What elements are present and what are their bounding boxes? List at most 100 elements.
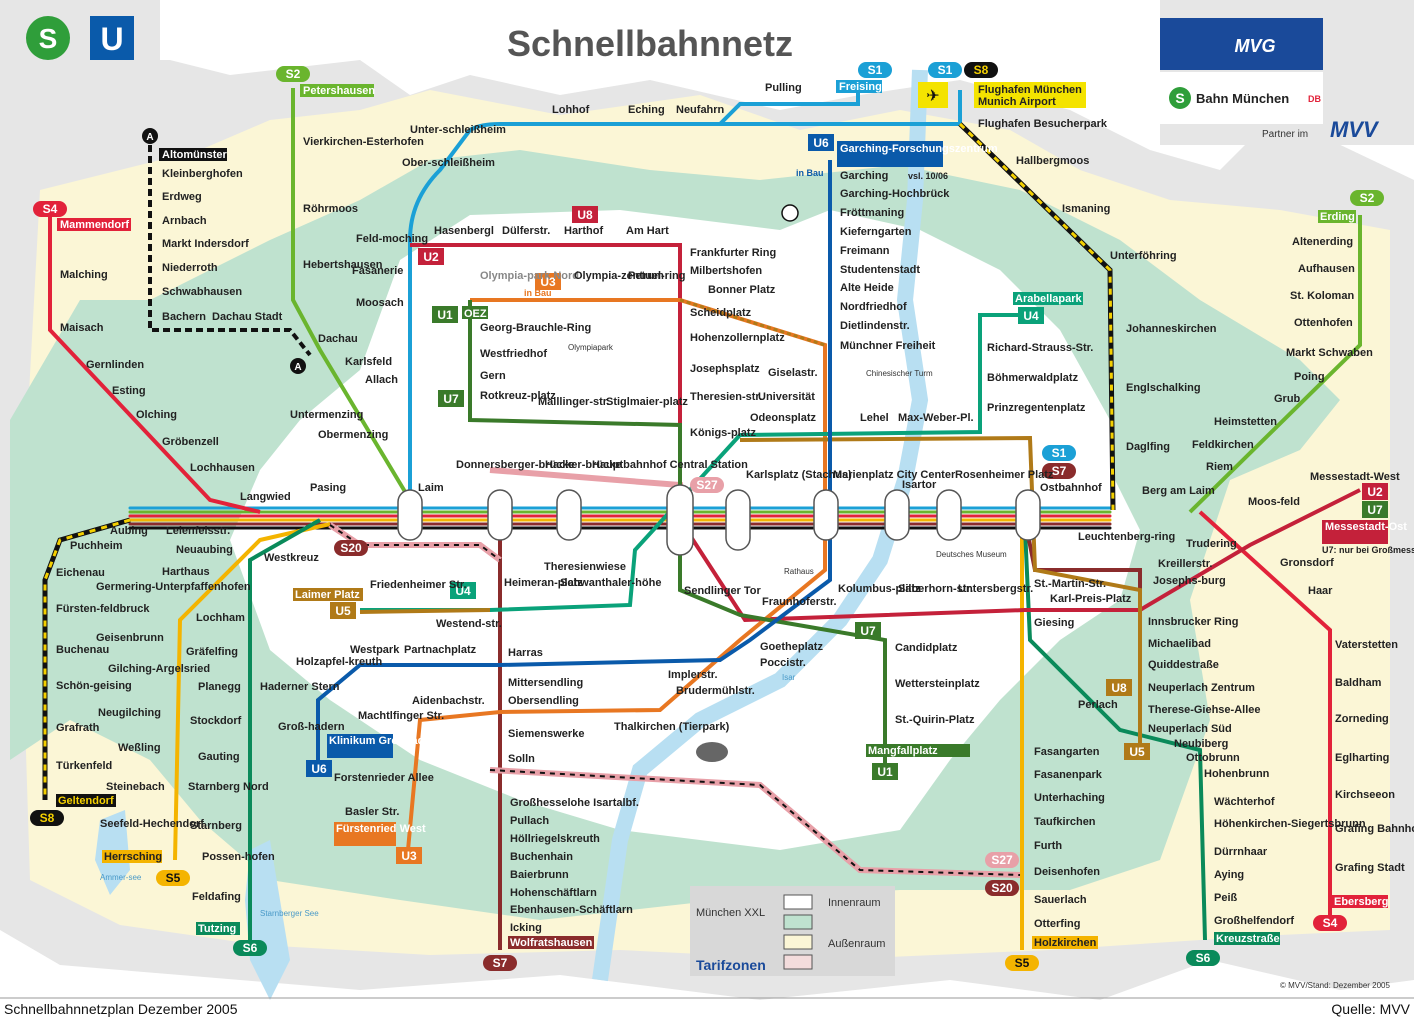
svg-text:Daglfing: Daglfing [1126, 441, 1170, 453]
svg-text:S27: S27 [696, 478, 718, 492]
svg-text:Gernlinden: Gernlinden [86, 359, 144, 371]
u1-line [468, 300, 887, 770]
svg-text:Mittersendling: Mittersendling [508, 677, 583, 689]
svg-text:Wettersteinplatz: Wettersteinplatz [895, 678, 980, 690]
svg-text:Heimstetten: Heimstetten [1214, 416, 1277, 428]
svg-text:Furth: Furth [1034, 840, 1062, 852]
svg-text:Haderner Stern: Haderner Stern [260, 681, 340, 693]
svg-text:Forstenrieder Allee: Forstenrieder Allee [334, 772, 434, 784]
svg-text:U3: U3 [401, 849, 417, 863]
svg-text:Olympia-park Nord: Olympia-park Nord [480, 270, 579, 282]
svg-text:Obermenzing: Obermenzing [318, 429, 388, 441]
a-marker [142, 128, 158, 144]
svg-text:Markt Indersdorf: Markt Indersdorf [162, 238, 249, 250]
svg-text:Studentenstadt: Studentenstadt [840, 264, 920, 276]
svg-text:U5: U5 [1129, 745, 1145, 759]
svg-text:St. Koloman: St. Koloman [1290, 290, 1354, 302]
svg-text:U6: U6 [311, 762, 327, 776]
station-labels: Vierkirchen-Esterhofen Röhrmoos Hebertsh… [56, 82, 1414, 934]
svg-text:Fürstenried West: Fürstenried West [336, 823, 426, 835]
svg-text:Hacker-brücke: Hacker-brücke [545, 459, 621, 471]
svg-text:St.-Martin-Str.: St.-Martin-Str. [1034, 578, 1106, 590]
svg-text:Bachern: Bachern [162, 311, 206, 323]
svg-text:Sauerlach: Sauerlach [1034, 894, 1087, 906]
svg-text:Richard-Strauss-Str.: Richard-Strauss-Str. [987, 342, 1093, 354]
a-marker [290, 358, 306, 374]
svg-text:S2: S2 [1360, 191, 1375, 205]
copyright: © MVV/Stand: Dezember 2005 [1280, 981, 1391, 990]
svg-text:Zorneding: Zorneding [1335, 713, 1389, 725]
svg-text:Lehel: Lehel [860, 412, 889, 424]
svg-text:A: A [146, 132, 153, 143]
svg-text:Milbertshofen: Milbertshofen [690, 265, 762, 277]
svg-text:S8: S8 [974, 63, 989, 77]
db-mark: DB [1308, 94, 1321, 104]
svg-text:U2: U2 [423, 250, 439, 264]
s6-line [248, 518, 1207, 941]
svg-text:Herrsching: Herrsching [104, 851, 162, 863]
terminal-boxes: Petershausen Freising Flughafen München … [56, 80, 1414, 949]
svg-text:Allach: Allach [365, 374, 398, 386]
line-badges: S2 S1 S1 S8 S4 S2 S1 S7 S27 S20 S8 S5 S6… [30, 62, 1388, 971]
svg-text:Mammendorf: Mammendorf [60, 219, 129, 231]
svg-text:Rathaus: Rathaus [784, 567, 814, 576]
svg-text:Olympia-zentrum: Olympia-zentrum [574, 270, 664, 282]
s-bahn-logo [26, 16, 70, 60]
svg-text:Kreillerstr.: Kreillerstr. [1158, 558, 1212, 570]
svg-text:U7: U7 [443, 392, 459, 406]
svg-text:Max-Weber-Pl.: Max-Weber-Pl. [898, 412, 974, 424]
svg-text:Feld-moching: Feld-moching [356, 233, 428, 245]
svg-text:Quiddestraße: Quiddestraße [1148, 659, 1219, 671]
svg-text:Poccistr.: Poccistr. [760, 657, 806, 669]
svg-text:Stockdorf: Stockdorf [190, 715, 242, 727]
svg-text:Brudermühlstr.: Brudermühlstr. [676, 685, 755, 697]
svg-text:Dülferstr.: Dülferstr. [502, 225, 550, 237]
svg-text:Hebertshausen: Hebertshausen [303, 259, 383, 271]
svg-text:Isar: Isar [782, 673, 796, 682]
svg-text:Schwanthaler-höhe: Schwanthaler-höhe [560, 577, 661, 589]
svg-text:Erding: Erding [1320, 211, 1355, 223]
svg-text:Englschalking: Englschalking [1126, 382, 1201, 394]
svg-text:Deutsches Museum: Deutsches Museum [936, 550, 1007, 559]
svg-text:OEZ: OEZ [464, 308, 487, 320]
u5-line [359, 435, 1142, 745]
starnberger-see [245, 840, 290, 1000]
svg-text:Gilching-Argelsried: Gilching-Argelsried [108, 663, 210, 675]
svg-text:Taufkirchen: Taufkirchen [1034, 816, 1096, 828]
u8-line [679, 298, 826, 347]
svg-text:Olching: Olching [136, 409, 177, 421]
svg-text:Niederroth: Niederroth [162, 262, 218, 274]
svg-text:Giesing: Giesing [1034, 617, 1074, 629]
svg-text:Baldham: Baldham [1335, 677, 1382, 689]
svg-text:in Bau: in Bau [796, 168, 824, 178]
svg-text:Eglharting: Eglharting [1335, 752, 1389, 764]
svg-text:Nordfriedhof: Nordfriedhof [840, 301, 907, 313]
svg-text:U7: U7 [1367, 503, 1383, 517]
svg-text:Bonner Platz: Bonner Platz [708, 284, 776, 296]
logo-panel [0, 0, 160, 72]
svg-text:Dachau: Dachau [318, 333, 358, 345]
svg-text:Icking: Icking [510, 922, 542, 934]
notes: in Bau in Bau vsl. 10/06 Olympiapark Chi… [100, 168, 1007, 918]
svg-text:Josephs-burg: Josephs-burg [1153, 575, 1226, 587]
svg-text:Rosenheimer Platz: Rosenheimer Platz [955, 469, 1054, 481]
svg-text:U3: U3 [540, 275, 556, 289]
svg-text:Gräfelfing: Gräfelfing [186, 646, 238, 658]
svg-text:Frankfurter Ring: Frankfurter Ring [690, 247, 776, 259]
svg-text:Kolumbus-platz: Kolumbus-platz [838, 583, 921, 595]
svg-text:Ammer-see: Ammer-see [100, 873, 142, 882]
svg-text:Harthaus: Harthaus [162, 566, 210, 578]
svg-text:Donnersberger-brücke: Donnersberger-brücke [456, 459, 575, 471]
svg-text:Kirchseeon: Kirchseeon [1335, 789, 1395, 801]
footer-right: Quelle: MVV [1331, 1001, 1410, 1017]
svg-text:Aubing: Aubing [110, 525, 148, 537]
svg-text:Lohhof: Lohhof [552, 104, 590, 116]
svg-text:Hohenbrunn: Hohenbrunn [1204, 768, 1270, 780]
u2-line [410, 243, 1361, 623]
svg-text:Siemenswerke: Siemenswerke [508, 728, 584, 740]
svg-text:Munich Airport: Munich Airport [978, 96, 1056, 108]
svg-text:S1: S1 [1052, 446, 1067, 460]
svg-text:Grafrath: Grafrath [56, 722, 100, 734]
legend-swatch-inner [783, 894, 813, 910]
